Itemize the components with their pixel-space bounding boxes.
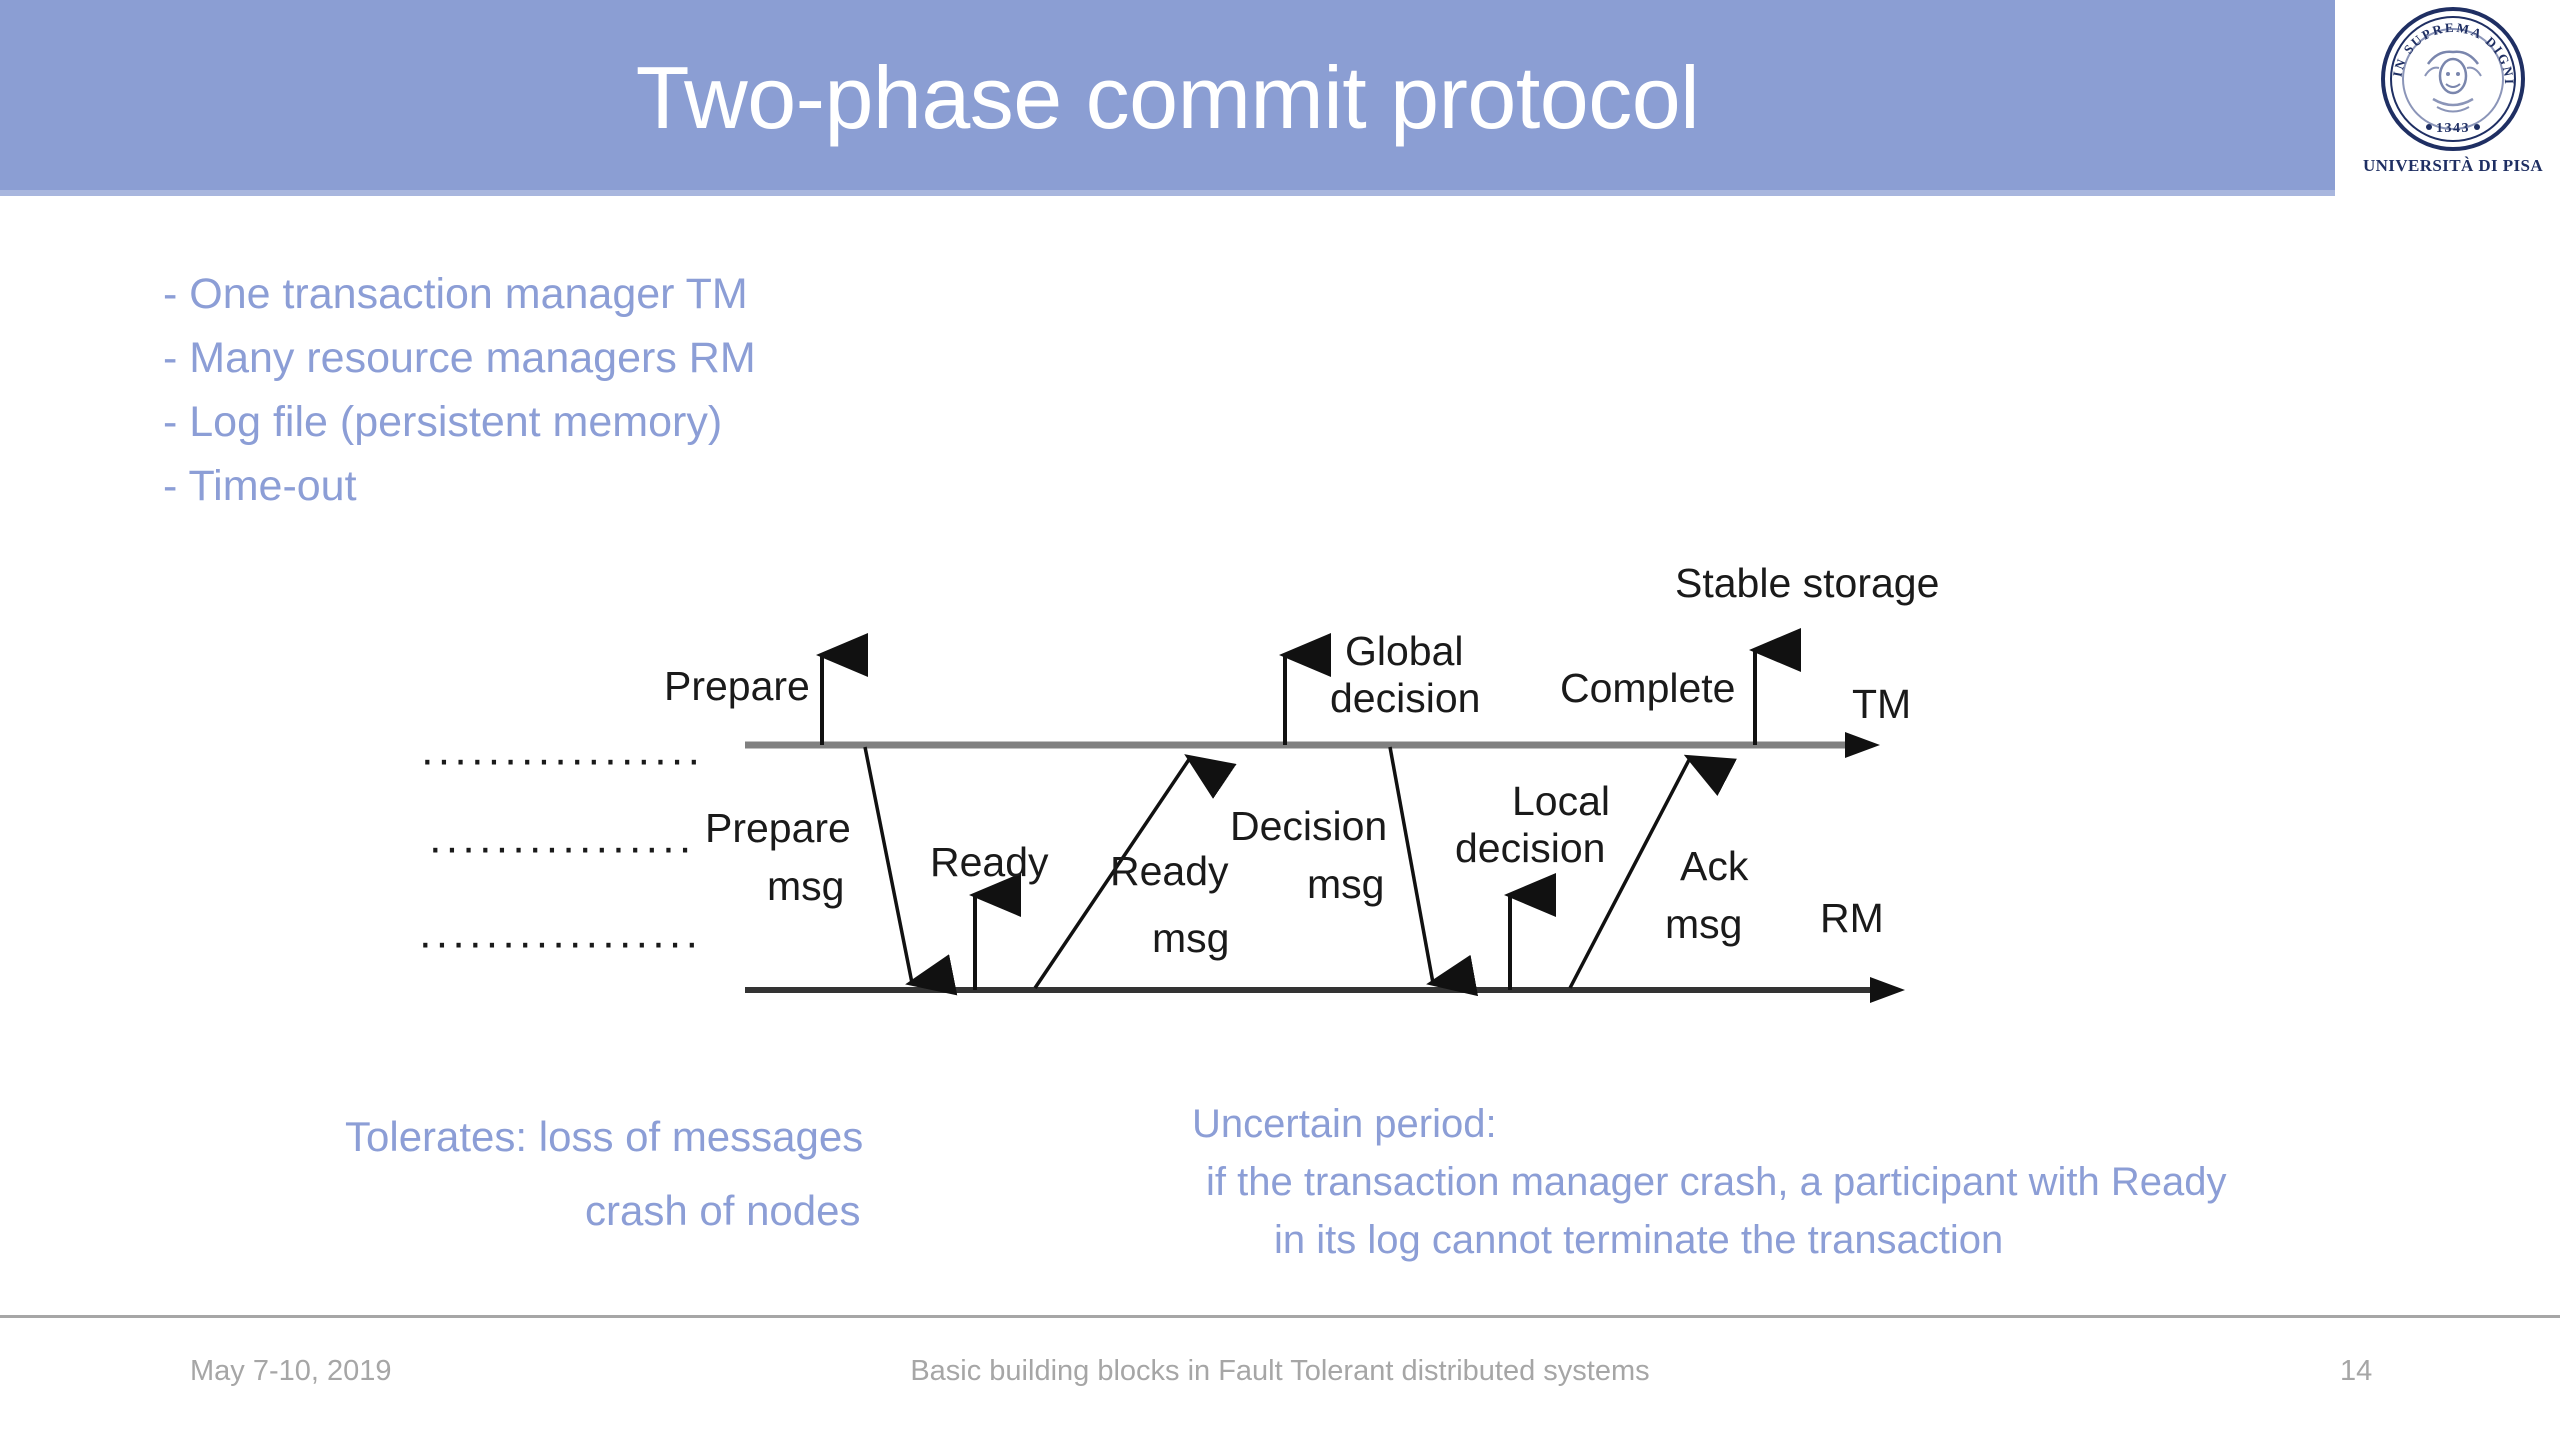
tolerates-line-1: Tolerates: loss of messages — [345, 1113, 864, 1160]
bullet-list: - One transaction manager TM - Many reso… — [163, 262, 756, 518]
uncertain-line-2: if the transaction manager crash, a part… — [1206, 1160, 2227, 1204]
tolerates-line-2: crash of nodes — [585, 1187, 861, 1234]
tolerates-note: Tolerates: loss of messages crash of nod… — [345, 1100, 863, 1248]
msg-decision-arrow — [1388, 746, 1479, 997]
rm-local-decision-label-2: decision — [1455, 825, 1605, 871]
stable-storage-label: Stable storage — [1675, 560, 1939, 606]
svg-text:IN SUPREMA DIGNITATE: IN SUPREMA DIGNITATE — [2373, 4, 2517, 86]
msg-ack-label-2: msg — [1665, 901, 1742, 947]
svg-text:1343: 1343 — [2436, 121, 2470, 136]
rm-timeline-arrowhead — [1870, 977, 1905, 1003]
uncertain-line-1: Uncertain period: — [1192, 1102, 1497, 1146]
msg-ready-label-1: Ready — [1110, 848, 1229, 894]
uncertain-line-3: in its log cannot terminate the transact… — [1274, 1218, 2004, 1262]
msg-decision-label-1: Decision — [1230, 803, 1387, 849]
rm-ready-label: Ready — [930, 839, 1049, 885]
logo-caption: UNIVERSITÀ DI PISA — [2362, 156, 2544, 175]
tm-timeline-arrowhead — [1845, 732, 1880, 758]
footer: May 7-10, 2019 Basic building blocks in … — [0, 1355, 2560, 1405]
footer-divider — [0, 1315, 2560, 1318]
university-seal-icon: IN SUPREMA DIGNITATE 1343 — [2373, 4, 2525, 151]
ellipsis-row-2: ················· — [418, 918, 702, 967]
msg-ack-arrow — [1568, 754, 1737, 989]
tm-global-decision-label-2: decision — [1330, 675, 1480, 721]
two-phase-commit-diagram: ················· ················ ·····… — [0, 540, 2560, 1100]
page-title: Two-phase commit protocol — [635, 48, 1700, 147]
bullet-item-3: - Time-out — [163, 462, 357, 510]
ellipsis-row-0: ················· — [420, 735, 704, 784]
msg-decision-label-2: msg — [1307, 861, 1384, 907]
actor-label-tm: TM — [1852, 681, 1911, 727]
title-band — [0, 0, 2335, 196]
msg-ready-arrow — [1033, 754, 1237, 989]
actor-label-rm: RM — [1820, 895, 1884, 941]
timeline-svg: TM RM Stable storage Prepare Global deci… — [664, 560, 1939, 1003]
footer-page-number: 14 — [2340, 1355, 2373, 1387]
tm-complete-label: Complete — [1560, 665, 1735, 711]
uncertain-period-note: Uncertain period: if the transaction man… — [1192, 1095, 2227, 1269]
ellipsis-row-1: ················ — [428, 823, 695, 872]
bullet-item-1: - Many resource managers RM — [163, 334, 756, 382]
bullet-item-2: - Log file (persistent memory) — [163, 398, 723, 446]
footer-subject: Basic building blocks in Fault Tolerant … — [910, 1355, 1650, 1387]
msg-prepare-label-1: Prepare — [705, 805, 851, 851]
msg-ack-label-1: Ack — [1680, 843, 1749, 889]
footer-date: May 7-10, 2019 — [190, 1355, 392, 1387]
university-logo: IN SUPREMA DIGNITATE 1343 UNIVERSITÀ DI … — [2346, 0, 2560, 196]
msg-ready-label-2: msg — [1152, 915, 1229, 961]
tm-prepare-label: Prepare — [664, 663, 810, 709]
bullet-item-0: - One transaction manager TM — [163, 270, 748, 318]
rm-local-decision-label-1: Local — [1512, 778, 1610, 824]
tm-global-decision-label-1: Global — [1345, 628, 1464, 674]
msg-prepare-arrow — [863, 746, 958, 996]
msg-prepare-label-2: msg — [767, 863, 844, 909]
